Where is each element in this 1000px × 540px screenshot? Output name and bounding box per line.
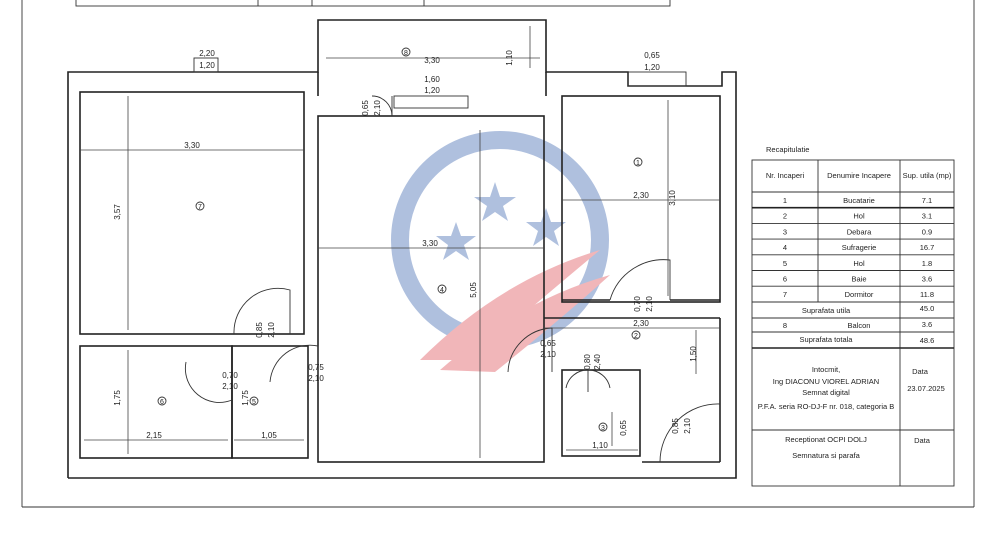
- dim-room3-h: 0,65: [619, 420, 628, 436]
- walls: [67, 19, 737, 479]
- table-cell: Hol: [853, 259, 865, 268]
- table-cell: 3.1: [922, 212, 932, 221]
- table-cell: 7: [783, 290, 787, 299]
- dim-room5-w: 1,05: [261, 431, 277, 440]
- intocmit-authorization: P.F.A. seria RO-DJ-F nr. 018, categoria …: [758, 402, 895, 411]
- dim-door-hall-a: 0,65: [540, 339, 556, 348]
- room-marker-1: 1: [636, 160, 640, 167]
- table-cell: 2: [783, 212, 787, 221]
- suprafata-totala-value: 48.6: [920, 336, 935, 345]
- balcon-value: 3.6: [922, 320, 932, 329]
- balcon-nr: 8: [783, 321, 787, 330]
- dim-door-living-a: 0,65: [361, 100, 370, 116]
- dim-room1-w: 2,30: [633, 191, 649, 200]
- dim-door-living-b: 2,10: [373, 100, 382, 116]
- room-marker-4: 4: [440, 287, 444, 294]
- dim-top-right-b: 1,20: [644, 63, 660, 72]
- data-label: Data: [912, 367, 929, 376]
- dim-door-3-b: 2,40: [593, 354, 602, 370]
- room-markers: 1 2 3 4 5 6 7 8: [157, 47, 643, 432]
- dim-room5-h: 1,75: [241, 390, 250, 406]
- dim-living-h: 5,05: [469, 282, 478, 298]
- data-value: 23.07.2025: [907, 384, 945, 393]
- intocmit-name: Ing DIACONU VIOREL ADRIAN: [773, 377, 879, 386]
- dim-hall-w: 2,30: [633, 319, 649, 328]
- table-cell: 11.8: [920, 290, 934, 299]
- table-cell: 3.6: [922, 275, 932, 284]
- table-title: Recapitulatie: [766, 145, 809, 154]
- table-cell: Baie: [851, 275, 866, 284]
- table-header-denumire: Denumire Incapere: [827, 171, 891, 180]
- dim-top-right-a: 0,65: [644, 51, 660, 60]
- table-cell: Debara: [847, 227, 872, 236]
- dim-door-entry-a: 0,85: [671, 418, 680, 434]
- room-marker-7: 7: [198, 204, 202, 211]
- dim-door-hall-b: 2,10: [540, 350, 556, 359]
- dim-top-left-a: 2,20: [199, 49, 215, 58]
- dim-balcony-w: 3,30: [424, 56, 440, 65]
- dim-room7-h: 3,57: [113, 204, 122, 220]
- suprafata-utila-value: 45.0: [920, 304, 935, 313]
- table-cell: Hol: [853, 212, 865, 221]
- room-marker-3: 3: [601, 425, 605, 432]
- door-swings: [184, 95, 721, 463]
- summary-table: Recapitulatie Nr. Incaperi Denumire Inca…: [751, 145, 955, 487]
- intocmit-signature: Semnat digital: [802, 388, 850, 397]
- dim-room1-h: 3,10: [668, 190, 677, 206]
- dim-living-w: 3,30: [422, 239, 438, 248]
- dim-door-4-a: 0,75: [308, 363, 324, 372]
- table-cell: 4: [783, 243, 787, 252]
- dim-door-6-b: 2,10: [222, 382, 238, 391]
- table-cell: 7.1: [922, 196, 932, 205]
- watermark-logo: [391, 131, 610, 372]
- table-cell: Sufragerie: [842, 243, 877, 252]
- dimension-labels: 2,20 1,20 0,65 1,20 3,30 1,10 1,60 1,20 …: [113, 49, 698, 450]
- room-marker-6: 6: [160, 399, 164, 406]
- dim-door-entry-b: 2,10: [683, 418, 692, 434]
- table-cell: 1: [783, 196, 787, 205]
- data-label-2: Data: [914, 436, 931, 445]
- room-marker-2: 2: [634, 333, 638, 340]
- table-header-nr: Nr. Incaperi: [766, 171, 805, 180]
- dim-door-balcony-a: 1,60: [424, 75, 440, 84]
- table-cell: Dormitor: [845, 290, 874, 299]
- dim-door-bath-a: 0,85: [255, 322, 264, 338]
- top-table-remnant: [75, 0, 671, 7]
- room-marker-8: 8: [404, 50, 408, 57]
- intocmit-label: Intocmit,: [812, 365, 840, 374]
- dim-room6-w: 2,15: [146, 431, 162, 440]
- room-marker-5: 5: [252, 399, 256, 406]
- balcon-label: Balcon: [848, 321, 871, 330]
- table-cell: 3: [783, 227, 787, 236]
- suprafata-utila-label: Suprafata utila: [802, 306, 851, 315]
- dim-balcony-h: 1,10: [505, 50, 514, 66]
- dim-door-1-b: 2,10: [645, 296, 654, 312]
- table-cell: Bucatarie: [843, 196, 875, 205]
- dim-door-balcony-b: 1,20: [424, 86, 440, 95]
- table-cell: 6: [783, 275, 787, 284]
- dim-door-bath-b: 2,10: [267, 322, 276, 338]
- dimension-lines: [80, 26, 720, 458]
- dim-door-1-a: 0,70: [633, 296, 642, 312]
- dim-door-4-b: 2,10: [308, 374, 324, 383]
- dim-door-3-a: 0,80: [583, 354, 592, 370]
- receptionat-signature: Semnatura si parafa: [792, 451, 860, 460]
- dim-entry-h: 1,50: [689, 346, 698, 362]
- dim-room7-w: 3,30: [184, 141, 200, 150]
- receptionat-label: Receptionat OCPI DOLJ: [785, 435, 867, 444]
- table-cell: 0.9: [922, 227, 932, 236]
- dim-door-6-a: 0,70: [222, 371, 238, 380]
- dim-room6-h: 1,75: [113, 390, 122, 406]
- table-header-suprafata: Sup. utila (mp): [903, 171, 952, 180]
- table-cell: 5: [783, 259, 787, 268]
- suprafata-totala-label: Suprafata totala: [800, 335, 854, 344]
- dim-top-left-b: 1,20: [199, 61, 215, 70]
- dim-room3-w: 1,10: [592, 441, 608, 450]
- table-cell: 1.8: [922, 259, 932, 268]
- table-cell: 16.7: [920, 243, 935, 252]
